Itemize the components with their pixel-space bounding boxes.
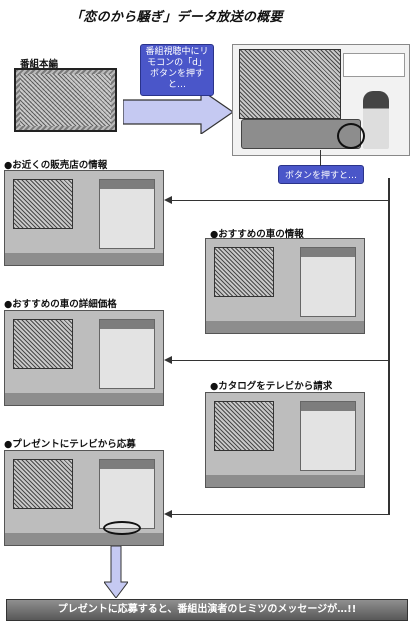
main-program-photo xyxy=(14,68,117,132)
flow-line-3 xyxy=(170,514,390,515)
right-arrow-icon xyxy=(123,90,235,134)
flow-line-vertical xyxy=(388,178,390,514)
arrowhead-icon xyxy=(164,356,172,364)
page-title: 「恋のから騒ぎ」データ放送の概要 xyxy=(70,10,283,25)
arrowhead-icon xyxy=(164,196,172,204)
program-video xyxy=(239,49,341,119)
presenter-figure xyxy=(363,91,389,149)
screen-catalog-request xyxy=(205,392,365,488)
flow-line-1 xyxy=(170,200,390,201)
screen-recommended-car xyxy=(205,238,365,334)
section-price-detail: ●おすすめの車の詳細価格 xyxy=(4,299,117,310)
speech-balloon xyxy=(343,53,405,77)
flow-line-2 xyxy=(170,360,390,361)
screen-dealer-info xyxy=(4,170,164,266)
press-d-button-text: 番組視聴中にリモコンの「d」ボタンを押すと… xyxy=(145,47,209,90)
down-arrow-icon xyxy=(104,546,128,598)
section-present-apply: ●プレゼントにテレビから応募 xyxy=(4,439,136,450)
main-program-label: 番組本編 xyxy=(20,59,59,70)
section-catalog-request: ●カタログをテレビから請求 xyxy=(210,381,333,392)
tv-screen-main xyxy=(232,44,410,156)
callout-connector xyxy=(320,150,321,166)
screen-present-apply xyxy=(4,450,164,546)
button-callout-text: ボタンを押すと… xyxy=(285,171,358,181)
highlight-circle xyxy=(337,123,365,149)
screen-price-detail xyxy=(4,310,164,406)
press-d-button-callout: 番組視聴中にリモコンの「d」ボタンを押すと… xyxy=(140,44,214,96)
highlight-circle xyxy=(103,521,141,535)
footer-banner: プレゼントに応募すると、番組出演者のヒミツのメッセージが…!! xyxy=(6,599,408,621)
button-callout: ボタンを押すと… xyxy=(278,165,365,184)
section-dealer-info: ●お近くの販売店の情報 xyxy=(4,160,108,171)
section-recommended-car: ●おすすめの車の情報 xyxy=(210,229,304,240)
arrowhead-icon xyxy=(164,510,172,518)
